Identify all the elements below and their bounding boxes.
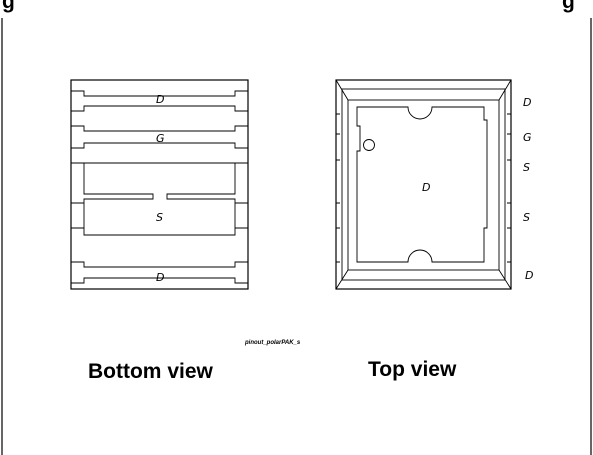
header-fragment-right: g	[562, 0, 575, 13]
side-pin-stubs	[336, 113, 511, 263]
top-view-outer-outline	[335, 79, 512, 290]
top-view-body-outline	[341, 88, 506, 281]
top-pin-label: S	[523, 211, 530, 224]
bottom-pad-label: S	[156, 211, 163, 224]
top-pin-label: D	[525, 269, 533, 282]
bottom-view-title: Bottom view	[88, 360, 214, 383]
figure-caption: pinout_polarPAK_s	[244, 340, 301, 346]
top-view-inner-outline	[347, 99, 500, 271]
die-pad	[356, 106, 488, 263]
pad-g	[71, 125, 248, 149]
bottom-pad-label: D	[156, 271, 164, 284]
top-pin-label: S	[523, 161, 530, 174]
top-pin-label: G	[523, 131, 532, 144]
pad-d-top	[71, 90, 248, 112]
top-view-package: D	[335, 79, 512, 290]
bottom-pad-label: D	[156, 93, 164, 106]
bottom-view-package: D G S D	[70, 79, 249, 290]
top-view-chamfers	[335, 79, 512, 290]
top-view-center-label: D	[422, 181, 430, 194]
top-view-title: Top view	[368, 358, 457, 381]
pad-d-bottom	[71, 261, 248, 284]
header-fragment-left: g	[2, 0, 15, 13]
pad-s	[71, 162, 248, 236]
top-pin-label: D	[523, 96, 531, 109]
bottom-pad-label: G	[156, 132, 165, 145]
bottom-view-outline	[70, 79, 249, 290]
pin1-marker-icon	[363, 139, 375, 151]
